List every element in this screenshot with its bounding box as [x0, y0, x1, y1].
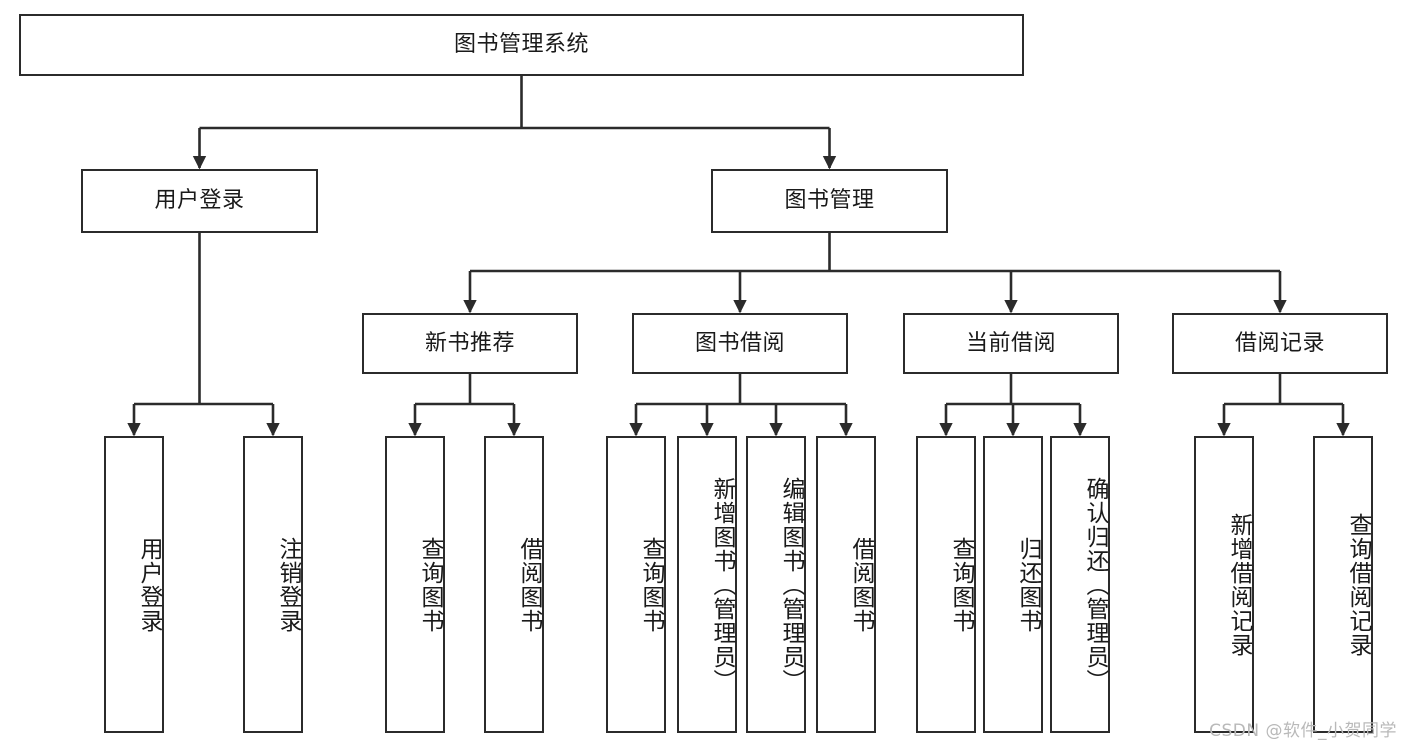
node-leaf-return-book-label: 归还图书 — [1015, 536, 1041, 633]
node-leaf-query-book-current-label: 查询图书 — [948, 536, 974, 633]
watermark-text: CSDN @软件_小贺同学 — [1209, 721, 1397, 741]
node-user-login-label: 用户登录 — [154, 188, 245, 214]
node-leaf-user-login[interactable]: 用户登录 — [104, 436, 164, 733]
node-leaf-edit-book[interactable]: 编辑图书（管理员） — [746, 436, 806, 733]
node-leaf-query-book-recommend[interactable]: 查询图书 — [385, 436, 445, 733]
node-book-borrow-label: 图书借阅 — [694, 330, 785, 356]
node-borrow-record[interactable]: 借阅记录 — [1172, 313, 1388, 374]
node-root[interactable]: 图书管理系统 — [19, 14, 1024, 76]
node-leaf-query-book-borrow[interactable]: 查询图书 — [606, 436, 666, 733]
node-leaf-query-borrow-record[interactable]: 查询借阅记录 — [1313, 436, 1373, 733]
node-book-borrow[interactable]: 图书借阅 — [632, 313, 848, 374]
node-current-borrow[interactable]: 当前借阅 — [903, 313, 1119, 374]
node-leaf-borrow-book-recommend[interactable]: 借阅图书 — [484, 436, 544, 733]
node-leaf-add-borrow-record-label: 新增借阅记录 — [1226, 512, 1252, 657]
node-leaf-confirm-return[interactable]: 确认归还（管理员） — [1050, 436, 1110, 733]
node-book-management[interactable]: 图书管理 — [711, 169, 948, 233]
node-leaf-add-book[interactable]: 新增图书（管理员） — [677, 436, 737, 733]
node-leaf-query-book-borrow-label: 查询图书 — [638, 536, 664, 633]
node-leaf-edit-book-label: 编辑图书（管理员） — [778, 476, 804, 693]
node-leaf-add-borrow-record[interactable]: 新增借阅记录 — [1194, 436, 1254, 733]
node-borrow-record-label: 借阅记录 — [1234, 330, 1325, 356]
node-leaf-query-book-current[interactable]: 查询图书 — [916, 436, 976, 733]
node-leaf-add-book-label: 新增图书（管理员） — [709, 476, 735, 693]
node-leaf-borrow-book-label: 借阅图书 — [848, 536, 874, 633]
node-root-label: 图书管理系统 — [453, 32, 589, 58]
node-leaf-return-book[interactable]: 归还图书 — [983, 436, 1043, 733]
node-user-login[interactable]: 用户登录 — [81, 169, 318, 233]
node-leaf-query-book-recommend-label: 查询图书 — [417, 536, 443, 633]
node-book-management-label: 图书管理 — [784, 188, 875, 214]
node-leaf-confirm-return-label: 确认归还（管理员） — [1082, 476, 1108, 693]
node-current-borrow-label: 当前借阅 — [965, 330, 1056, 356]
node-leaf-query-borrow-record-label: 查询借阅记录 — [1345, 512, 1371, 657]
node-leaf-borrow-book-recommend-label: 借阅图书 — [516, 536, 542, 633]
node-leaf-user-login-label: 用户登录 — [136, 536, 162, 633]
node-leaf-logout[interactable]: 注销登录 — [243, 436, 303, 733]
node-new-book-recommend[interactable]: 新书推荐 — [362, 313, 578, 374]
node-leaf-logout-label: 注销登录 — [275, 536, 301, 633]
node-leaf-borrow-book[interactable]: 借阅图书 — [816, 436, 876, 733]
node-new-book-recommend-label: 新书推荐 — [424, 330, 515, 356]
